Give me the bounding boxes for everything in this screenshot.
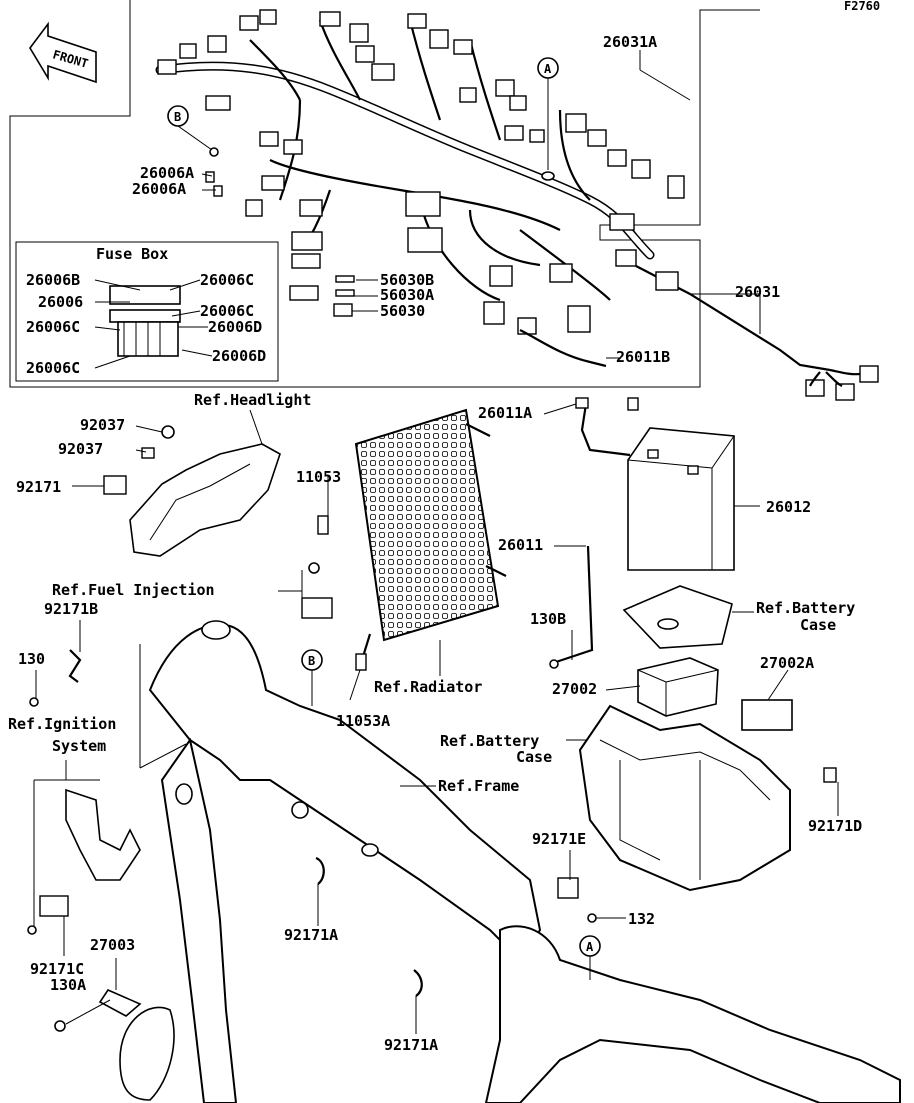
svg-text:B: B <box>174 110 181 124</box>
label-26011A: 26011A <box>478 404 532 422</box>
label-26011B: 26011B <box>616 348 670 366</box>
label-26006C-3: 26006C <box>26 318 80 336</box>
label-26006D-1: 26006D <box>208 318 262 336</box>
label-27002A: 27002A <box>760 654 814 672</box>
motorcycle-frame <box>148 620 901 1103</box>
label-26006A-2: 26006A <box>132 180 186 198</box>
marker-b-top: B <box>167 105 219 157</box>
ref-ignition-system-line2: System <box>52 737 106 755</box>
label-27003: 27003 <box>90 936 135 954</box>
relays-56030 <box>333 275 355 317</box>
ref-frame: Ref.Frame <box>438 777 519 795</box>
label-92171E: 92171E <box>532 830 586 848</box>
horn-27003 <box>98 988 175 1101</box>
battery-case-tray <box>622 585 733 649</box>
label-26006B: 26006B <box>26 271 80 289</box>
ref-battery-case-top-line1: Ref.Battery <box>756 599 855 617</box>
harness-group-outline <box>9 0 760 388</box>
label-26011: 26011 <box>498 536 543 554</box>
label-26006C-1: 26006C <box>200 271 254 289</box>
label-130: 130 <box>18 650 45 668</box>
label-26006D-2: 26006D <box>212 347 266 365</box>
label-26006C-4: 26006C <box>26 359 80 377</box>
marker-b-lower: B <box>301 649 323 706</box>
bracket-11053A <box>355 653 367 671</box>
fuse-box-inset: Fuse Box <box>15 241 279 382</box>
fuses-26006A <box>205 171 223 197</box>
label-27002: 27002 <box>552 680 597 698</box>
label-56030: 56030 <box>380 302 425 320</box>
main-harness-26031A <box>155 19 655 302</box>
battery-cable-26011A <box>577 400 631 457</box>
marker-a-lower: A <box>579 935 601 980</box>
relay-27002A <box>741 699 793 731</box>
fuse-box-title: Fuse Box <box>96 245 168 263</box>
ref-fuel-injection: Ref.Fuel Injection <box>52 581 215 599</box>
ref-battery-case-mid-line2: Case <box>516 748 552 766</box>
label-92171A-1: 92171A <box>284 926 338 944</box>
bolts <box>27 659 597 1032</box>
svg-text:B: B <box>308 654 315 668</box>
ref-battery-case-top-line2: Case <box>800 616 836 634</box>
label-132: 132 <box>628 910 655 928</box>
label-92171A-2: 92171A <box>384 1036 438 1054</box>
label-26012: 26012 <box>766 498 811 516</box>
label-130B: 130B <box>530 610 566 628</box>
front-arrow-icon: FRONT <box>29 21 97 84</box>
terminal-26011A <box>575 397 589 409</box>
sub-harness-26031 <box>635 265 879 401</box>
label-92171C: 92171C <box>30 960 84 978</box>
label-92171: 92171 <box>16 478 61 496</box>
ecu-27002 <box>637 657 719 717</box>
label-92171B: 92171B <box>44 600 98 618</box>
ignition-bracket <box>39 788 141 917</box>
terminal-26011A-b <box>627 397 639 411</box>
leader-lines <box>33 50 839 1034</box>
lead-26011B <box>519 329 607 368</box>
radiator-grid <box>354 408 507 661</box>
label-26006C-2: 26006C <box>200 302 254 320</box>
label-56030A: 56030A <box>380 286 434 304</box>
label-92037-1: 92037 <box>80 416 125 434</box>
label-92037-2: 92037 <box>58 440 103 458</box>
battery-cable-26011 <box>555 545 594 664</box>
clamps-92171A <box>315 856 423 997</box>
battery-case-cap <box>657 618 679 630</box>
label-26006A-1: 26006A <box>140 164 194 182</box>
label-26006: 26006 <box>38 293 83 311</box>
ref-headlight: Ref.Headlight <box>194 391 311 409</box>
label-92171D: 92171D <box>808 817 862 835</box>
battery-26012 <box>627 427 735 571</box>
label-26031: 26031 <box>735 283 780 301</box>
headlight-bracket <box>103 425 281 557</box>
figure-code: F2760 <box>844 0 880 13</box>
svg-text:A: A <box>586 940 594 954</box>
harness-connectors <box>157 9 685 335</box>
fuel-injection-sensor <box>301 562 333 619</box>
battery-case-frame <box>578 704 837 892</box>
label-56030B: 56030B <box>380 271 434 289</box>
label-26031A: 26031A <box>603 33 657 51</box>
bracket-11053 <box>317 515 329 535</box>
label-11053A: 11053A <box>336 712 390 730</box>
svg-text:A: A <box>544 62 552 76</box>
ref-battery-case-mid-line1: Ref.Battery <box>440 732 539 750</box>
grommet-92171E <box>557 877 579 899</box>
clamp-92171B <box>68 649 82 683</box>
marker-a-top: A <box>537 57 559 181</box>
label-130A: 130A <box>50 976 86 994</box>
ref-ignition-system-line1: Ref.Ignition <box>8 715 116 733</box>
ref-radiator: Ref.Radiator <box>374 678 482 696</box>
label-11053: 11053 <box>296 468 341 486</box>
